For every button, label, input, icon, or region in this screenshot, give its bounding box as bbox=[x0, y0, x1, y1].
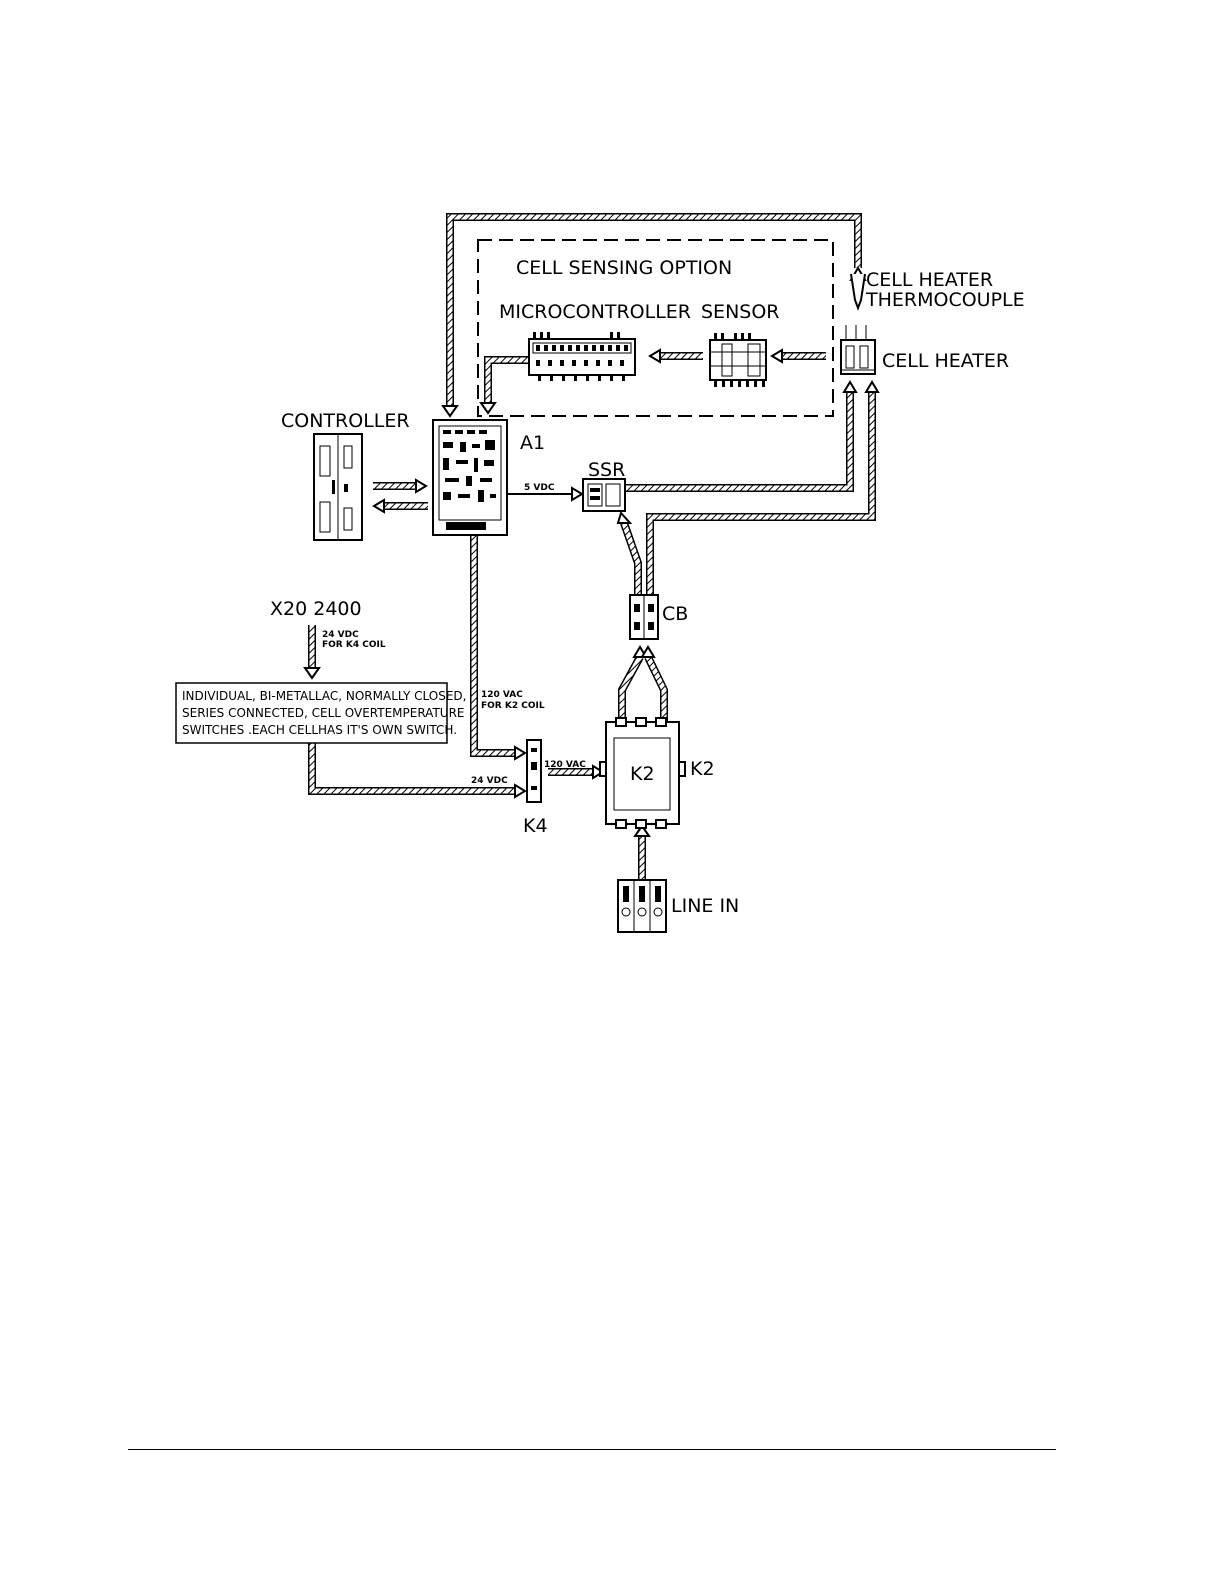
wire-cb-to-heater bbox=[646, 392, 876, 595]
arrowhead bbox=[415, 478, 428, 494]
footer-rule bbox=[128, 1449, 1056, 1450]
24vdc-label: 24 VDC bbox=[471, 776, 508, 786]
arrowhead bbox=[864, 380, 880, 393]
wire-a1-to-k4 bbox=[470, 536, 515, 757]
arrowhead bbox=[770, 348, 783, 364]
arrowhead bbox=[633, 824, 651, 837]
arrowhead bbox=[372, 498, 385, 514]
sensor-label: SENSOR bbox=[701, 301, 780, 323]
arrowhead bbox=[571, 486, 584, 502]
microcontroller-label: MICROCONTROLLER bbox=[499, 301, 691, 323]
arrowhead bbox=[514, 745, 527, 761]
a1-label: A1 bbox=[520, 432, 545, 454]
note-line-2: SERIES CONNECTED, CELL OVERTEMPERATURE bbox=[182, 706, 465, 720]
note-line-1: INDIVIDUAL, BI-METALLAC, NORMALLY CLOSED… bbox=[182, 689, 466, 703]
line-in-terminal bbox=[617, 879, 667, 933]
cb-label: CB bbox=[662, 603, 688, 625]
arrowhead bbox=[441, 405, 459, 418]
cell-sensing-option-boundary bbox=[477, 239, 834, 417]
arrowhead bbox=[842, 380, 858, 393]
wire-micro-to-a1 bbox=[484, 356, 530, 403]
arrowhead bbox=[514, 783, 527, 799]
cell-sensing-option-label: CELL SENSING OPTION bbox=[516, 257, 732, 279]
arrowhead bbox=[616, 511, 633, 524]
cell-heater-component bbox=[840, 325, 876, 375]
five-vdc-label: 5 VDC bbox=[524, 483, 555, 493]
x20-label: X20 2400 bbox=[270, 598, 362, 620]
a1-board bbox=[432, 419, 508, 536]
ssr-label: SSR bbox=[588, 459, 625, 481]
arrowhead bbox=[479, 402, 497, 415]
ssr-component bbox=[582, 478, 626, 512]
thermocouple-icon bbox=[850, 273, 866, 311]
k4-relay bbox=[526, 739, 542, 803]
note-box bbox=[175, 682, 448, 744]
note-line-3: SWITCHES .EACH CELLHAS IT'S OWN SWITCH. bbox=[182, 723, 457, 737]
arrowhead bbox=[640, 645, 656, 658]
arrowhead bbox=[592, 764, 605, 780]
wiring-paths bbox=[308, 213, 876, 880]
x20-24vdc-label-1: 24 VDC bbox=[322, 630, 359, 640]
wire-ssr-to-heater bbox=[624, 392, 854, 492]
k2-outer-label: K2 bbox=[690, 758, 715, 780]
line-in-label: LINE IN bbox=[671, 895, 739, 917]
120vac-label: 120 VAC bbox=[544, 760, 586, 770]
sensor-component bbox=[709, 333, 767, 387]
cell-heater-thermocouple-label-1: CELL HEATER bbox=[866, 269, 993, 291]
k2-coil-label-2: FOR K2 COIL bbox=[481, 701, 545, 711]
arrowhead bbox=[648, 348, 661, 364]
k4-label: K4 bbox=[523, 815, 548, 837]
cell-heater-label: CELL HEATER bbox=[882, 350, 1009, 372]
k2-coil-label-1: 120 VAC bbox=[481, 690, 523, 700]
diagram-labels: CELL SENSING OPTION MICROCONTROLLER SENS… bbox=[182, 257, 1025, 917]
k2-inner-label: K2 bbox=[630, 763, 655, 785]
x20-24vdc-label-2: FOR K4 COIL bbox=[322, 640, 386, 650]
microcontroller-component bbox=[528, 332, 636, 381]
controller-label: CONTROLLER bbox=[281, 410, 410, 432]
arrowhead bbox=[303, 667, 321, 680]
cell-heater-thermocouple-label-2: THERMOCOUPLE bbox=[865, 289, 1025, 311]
controller-component bbox=[313, 433, 363, 541]
k2-contactor bbox=[599, 717, 686, 829]
cb-component bbox=[629, 594, 659, 640]
